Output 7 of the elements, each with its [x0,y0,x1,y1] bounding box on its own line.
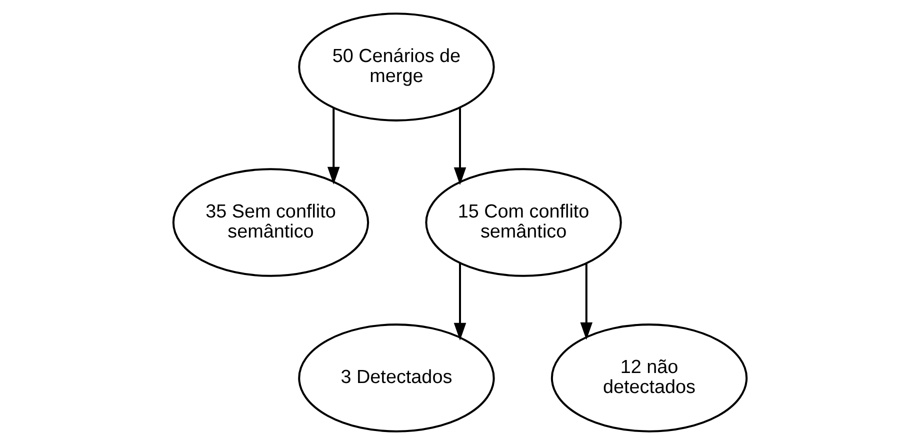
node-ellipse: 50 Cenários de merge [298,12,494,122]
node-ellipse: 12 não detectados [550,324,748,432]
node-ellipse: 35 Sem conflito semântico [172,168,369,277]
arrow [326,108,340,184]
arrow [580,263,592,340]
arrow [453,108,466,185]
arrow [453,263,466,340]
